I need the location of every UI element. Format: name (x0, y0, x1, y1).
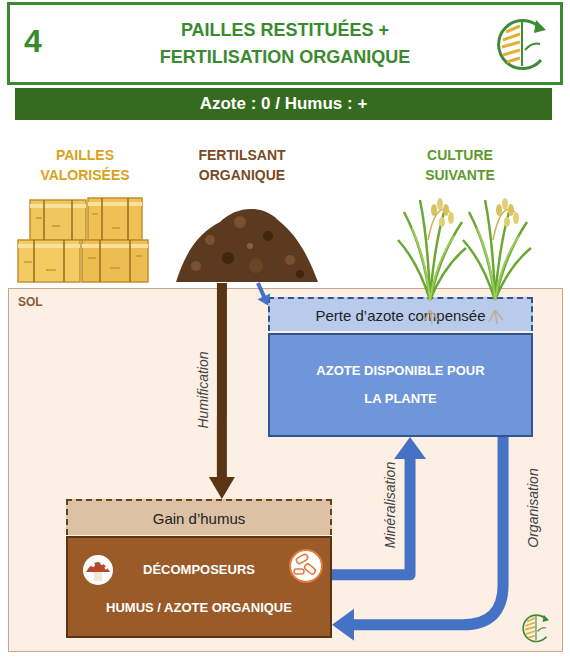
illustration-column: PAILLES VALORISÉES (25, 145, 145, 285)
box-text: AZOTE DISPONIBLE POUR LA PLANTE (316, 357, 486, 413)
rice-plant (443, 204, 449, 216)
rice-plant (428, 209, 450, 240)
compost-pile (222, 252, 234, 264)
hay-bales (24, 214, 142, 270)
illustration-column: CULTURE SUIVANTE (400, 145, 520, 295)
compost-pile (285, 255, 295, 265)
rice-plant (398, 200, 466, 300)
header-band: Perte d’azote compensée (268, 297, 533, 331)
hay-bales (88, 198, 142, 240)
hay-bales (18, 240, 80, 282)
header-box: 4 PAILLES RESTITUÉES + FERTILISATION ORGA… (7, 2, 563, 85)
band-text: Azote : 0 / Humus : + (200, 94, 368, 114)
band-text: Gain d’humus (153, 510, 246, 527)
hay-bales (82, 240, 148, 282)
box-text: DÉCOMPOSEURS (68, 562, 330, 577)
compost-pile (234, 216, 246, 228)
compost-pile (247, 243, 253, 249)
illustration-column: FERTILSANT ORGANIQUE (182, 145, 302, 283)
hay-bales (34, 198, 130, 282)
rice-plant (437, 198, 443, 210)
rice-plant (439, 217, 445, 227)
hay-bales (18, 198, 148, 282)
compost-pile (176, 209, 318, 282)
compost-pile (263, 231, 273, 241)
area-label: SOL (18, 295, 43, 309)
nitrogen-box: AZOTE DISPONIBLE POUR LA PLANTE (268, 333, 533, 437)
edge-label: Organisation (525, 468, 541, 547)
column-label: CULTURE SUIVANTE (400, 145, 520, 185)
title-text: PAILLES RESTITUÉES + FERTILISATION ORGAN… (135, 17, 435, 71)
rice-plant (431, 204, 437, 216)
compost-pile (296, 270, 304, 278)
column-label: FERTILSANT ORGANIQUE (182, 145, 302, 185)
hay-bales (30, 200, 86, 240)
edge-label: Minéralisation (382, 462, 398, 548)
compost-pile (205, 235, 215, 245)
callout-number: 4 (24, 23, 42, 60)
band-text: Perte d’azote compensée (315, 307, 485, 324)
summary-band: Azote : 0 / Humus : + (15, 88, 552, 120)
compost-pile (191, 261, 201, 271)
soil-area: SOL Perte d’azote compenséeAZOTE DISPONIB… (8, 288, 563, 652)
box-text: HUMUS / AZOTE ORGANIQUE (68, 600, 330, 615)
header-band: Gain d’humus (66, 499, 332, 535)
compost-pile (249, 259, 263, 273)
column-label: PAILLES VALORISÉES (25, 145, 145, 185)
humus-box: DÉCOMPOSEURS HUMUS / AZOTE ORGANIQUE (66, 536, 332, 638)
rice-plant (448, 212, 454, 224)
compost-pile (176, 209, 318, 282)
edge-label: Humification (195, 351, 211, 428)
hay-bales (18, 204, 148, 246)
